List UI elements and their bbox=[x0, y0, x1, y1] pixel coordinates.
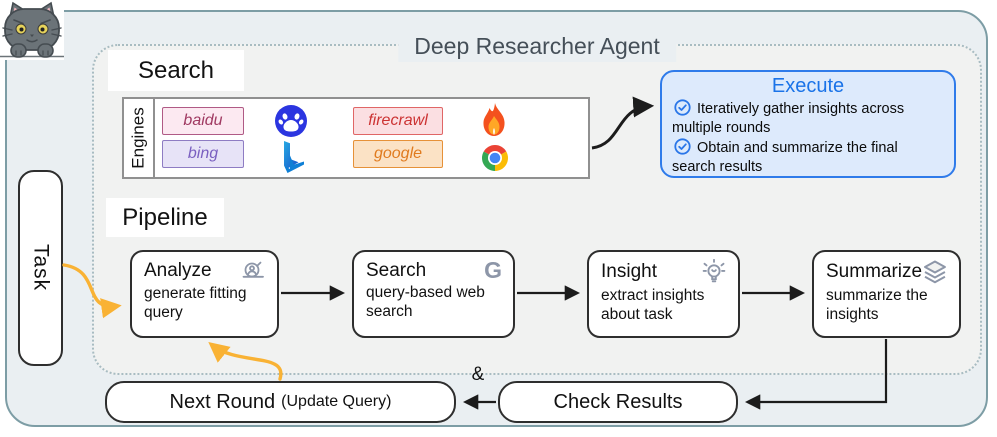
check-results-box[interactable]: Check Results bbox=[498, 381, 738, 423]
cat-mascot bbox=[0, 0, 64, 60]
search-section-label: Search bbox=[108, 50, 244, 91]
execute-item: Obtain and summarize the final search re… bbox=[672, 138, 898, 176]
chrome-logo-icon bbox=[481, 144, 509, 171]
execute-title: Execute bbox=[771, 75, 845, 97]
step-analyze[interactable]: Analyze generate fitting query bbox=[130, 250, 279, 338]
step-desc: summarize the insights bbox=[826, 287, 928, 323]
next-round-note: (Update Query) bbox=[281, 393, 392, 410]
cat-icon bbox=[0, 1, 64, 58]
pipeline-section-label: Pipeline bbox=[106, 198, 224, 237]
engines-box-side-label: Engines bbox=[124, 99, 155, 177]
flame-icon bbox=[483, 103, 505, 136]
execute-panel: Execute Iteratively gather insights acro… bbox=[660, 70, 956, 178]
step-insight[interactable]: Insight extract insights about task bbox=[587, 250, 740, 338]
lightbulb-icon bbox=[702, 259, 726, 283]
bing-logo-icon bbox=[284, 141, 304, 173]
step-desc: extract insights about task bbox=[601, 287, 705, 323]
joiner-ampersand: & bbox=[471, 364, 485, 385]
task-box: Task bbox=[18, 170, 63, 366]
layers-icon bbox=[924, 260, 947, 284]
person-search-icon bbox=[242, 261, 264, 278]
baidu-paw-icon bbox=[275, 105, 307, 137]
check-circle-icon bbox=[674, 99, 691, 116]
google-g-icon: G bbox=[484, 257, 502, 283]
step-title: Analyze bbox=[144, 260, 212, 281]
next-round-box[interactable]: Next Round (Update Query) bbox=[105, 381, 456, 423]
engine-chip-google[interactable]: google bbox=[353, 140, 443, 168]
step-desc: query-based web search bbox=[366, 284, 485, 320]
execute-item: Iteratively gather insights across multi… bbox=[672, 99, 905, 137]
step-summarize[interactable]: Summarize summarize the insights bbox=[812, 250, 961, 338]
check-circle-icon bbox=[674, 138, 691, 155]
engine-chip-bing[interactable]: bing bbox=[162, 140, 244, 168]
step-desc: generate fitting query bbox=[144, 285, 247, 321]
step-title: Search bbox=[366, 259, 427, 281]
engines-box: Engines baidu bing firecrawl google bbox=[122, 97, 590, 179]
step-search[interactable]: Search G query-based web search bbox=[352, 250, 515, 338]
step-title: Insight bbox=[601, 261, 657, 282]
engine-chip-baidu[interactable]: baidu bbox=[162, 107, 244, 135]
step-title: Summarize bbox=[826, 261, 923, 282]
agent-title: Deep Researcher Agent bbox=[398, 30, 676, 62]
engine-chip-firecrawl[interactable]: firecrawl bbox=[353, 107, 443, 135]
next-round-label: Next Round bbox=[169, 390, 276, 413]
check-results-label: Check Results bbox=[553, 390, 683, 413]
